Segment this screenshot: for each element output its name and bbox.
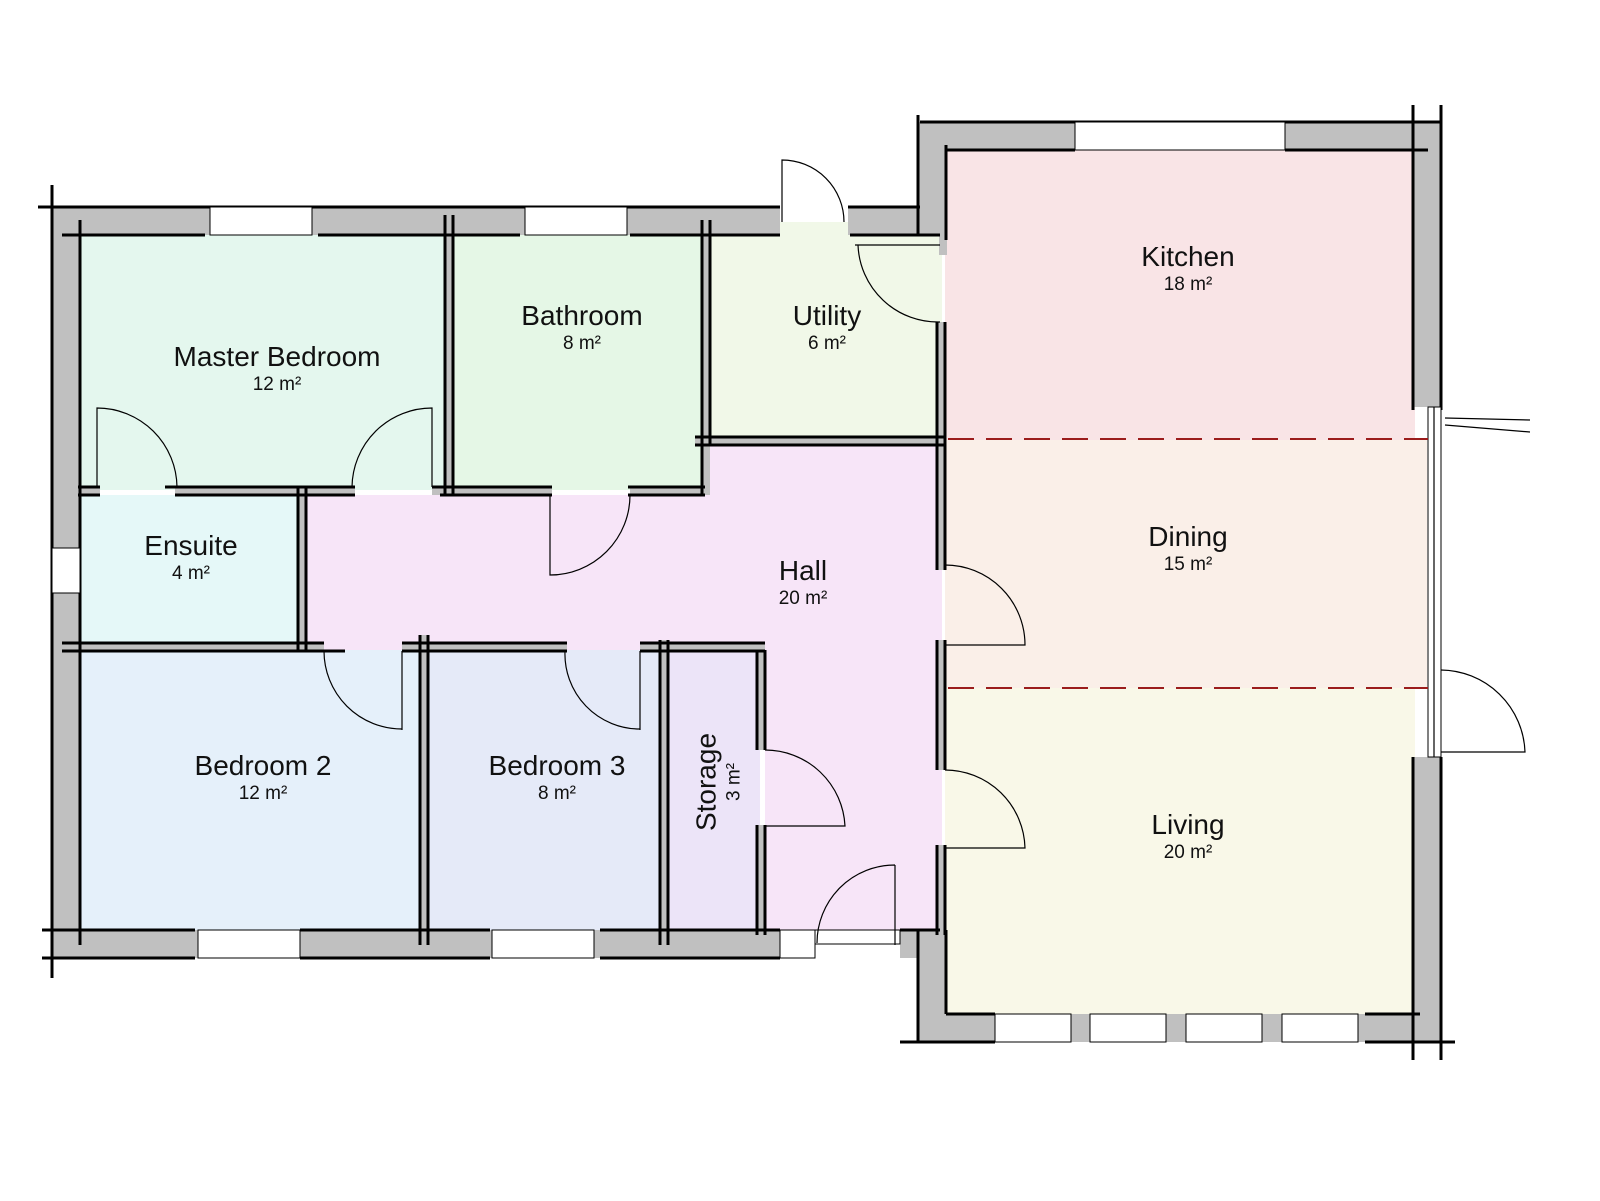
room-area: 18 m²	[1163, 274, 1213, 295]
room-label-bedroom-2: Bedroom 2 12 m²	[194, 750, 332, 804]
room-name: Bedroom 2	[194, 750, 332, 781]
room-name: Kitchen	[1141, 241, 1235, 272]
room-name: Hall	[778, 555, 828, 586]
windows	[51, 121, 1531, 1043]
room-label-storage: Storage 3 m²	[690, 732, 745, 832]
room-label-master-bedroom: Master Bedroom 12 m²	[173, 341, 381, 395]
room-fill-ensuite	[80, 495, 298, 645]
room-area: 3 m²	[723, 763, 745, 802]
room-label-ensuite: Ensuite 4 m²	[144, 530, 238, 584]
room-area: 4 m²	[172, 563, 210, 584]
room-label-utility: Utility 6 m²	[792, 300, 862, 354]
room-name: Storage	[690, 732, 722, 832]
room-fill-kitchen	[945, 150, 1415, 440]
room-name: Dining	[1148, 521, 1228, 552]
room-fill-utility	[710, 222, 942, 437]
room-name: Bathroom	[521, 300, 643, 331]
room-name: Master Bedroom	[173, 341, 381, 372]
room-name: Bedroom 3	[488, 750, 626, 781]
room-area: 8 m²	[563, 333, 601, 354]
room-label-dining: Dining 15 m²	[1148, 521, 1228, 575]
room-label-kitchen: Kitchen 18 m²	[1141, 241, 1235, 295]
room-label-bedroom-3: Bedroom 3 8 m²	[488, 750, 626, 804]
room-area: 8 m²	[538, 783, 576, 804]
room-name: Utility	[792, 300, 862, 331]
room-fill-dining	[945, 440, 1427, 688]
room-name: Ensuite	[144, 530, 238, 561]
room-name: Living	[1151, 809, 1225, 840]
room-fill-hall	[305, 445, 942, 930]
room-area: 12 m²	[252, 374, 302, 395]
room-fill-storage	[668, 650, 760, 930]
room-fill-bedroom-3	[428, 650, 660, 930]
room-fill-master-bedroom	[80, 235, 445, 490]
room-fill-bathroom	[452, 235, 702, 490]
room-area: 20 m²	[778, 588, 828, 609]
room-area: 15 m²	[1163, 554, 1213, 575]
room-label-hall: Hall 20 m²	[778, 555, 828, 609]
room-area: 20 m²	[1163, 842, 1213, 863]
room-label-bathroom: Bathroom 8 m²	[521, 300, 643, 354]
room-fill-living	[945, 688, 1415, 1014]
room-label-living: Living 20 m²	[1151, 809, 1225, 863]
doors	[96, 159, 1526, 945]
room-area: 6 m²	[807, 333, 846, 354]
room-area: 12 m²	[238, 783, 288, 804]
wall-outlines	[38, 105, 1455, 1060]
room-fill-bedroom-2	[80, 650, 420, 930]
